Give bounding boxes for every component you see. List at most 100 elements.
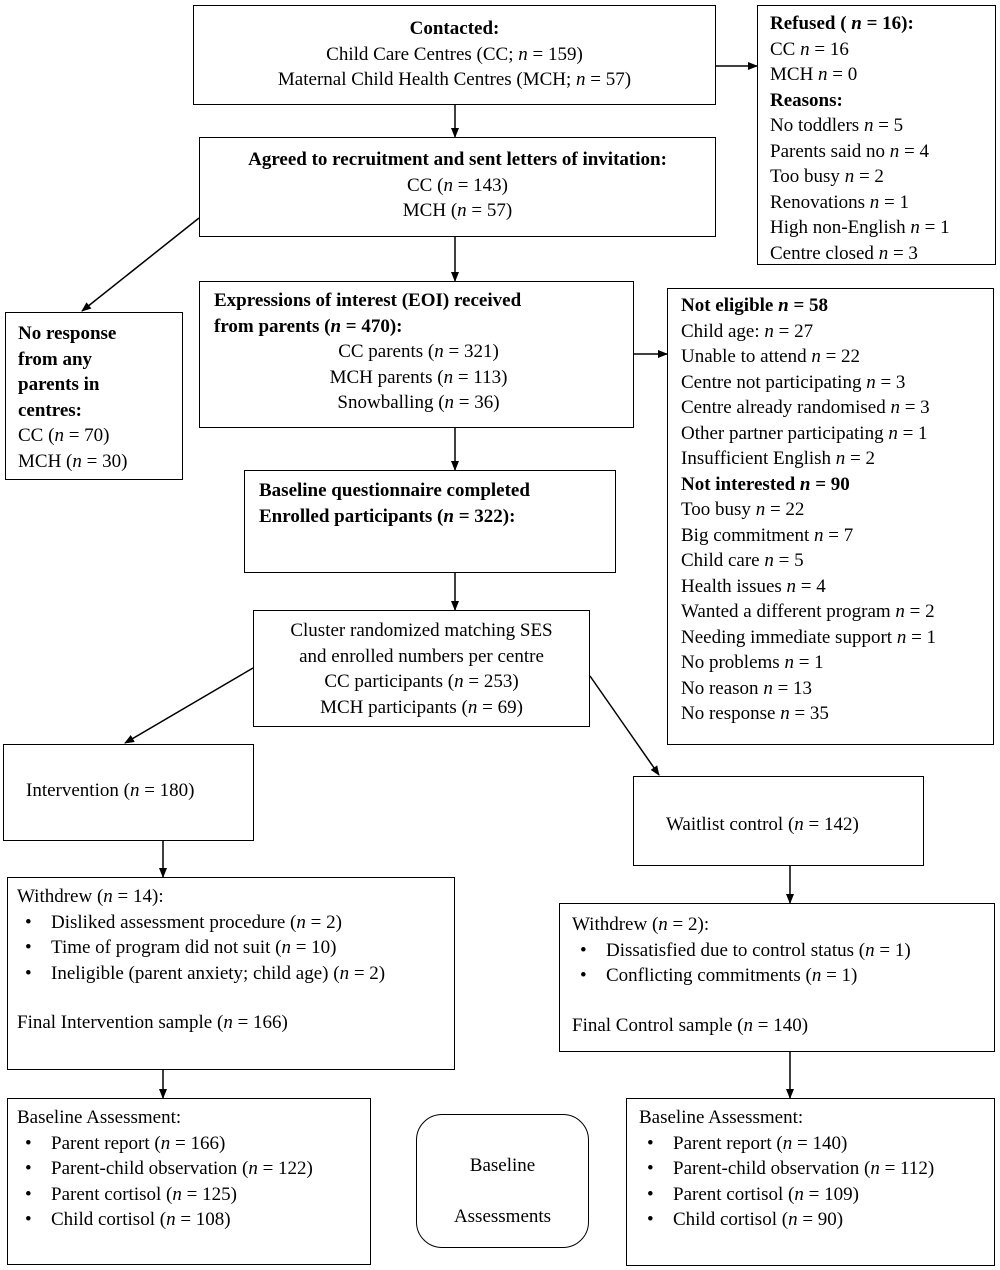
text-line: No reason n = 13 bbox=[681, 677, 813, 699]
text-line: Insufficient English n = 2 bbox=[681, 448, 876, 469]
text-line: Reasons: bbox=[770, 89, 843, 111]
text-line: Centre already randomised n = 3 bbox=[681, 397, 930, 418]
text-line: Assessments bbox=[453, 1206, 552, 1227]
cluster-randomized-box: Cluster randomized matching SES and enrol… bbox=[253, 610, 590, 727]
baseline-assessment-control-box: Baseline Assessment: Parent report (n = … bbox=[626, 1098, 995, 1266]
text-line: Needing immediate support n = 1 bbox=[681, 626, 937, 648]
intervention-box: Intervention (n = 180) bbox=[3, 744, 254, 841]
text-line: Renovations n = 1 bbox=[770, 191, 909, 213]
text-line: No problems n = 1 bbox=[681, 652, 824, 673]
list-item: Ineligible (parent anxiety; child age) (… bbox=[17, 961, 454, 987]
baseline-assessment-intervention-box: Baseline Assessment: Parent report (n = … bbox=[7, 1098, 371, 1265]
text-line: Baseline questionnaire completed bbox=[259, 480, 530, 501]
text-line: Baseline bbox=[469, 1155, 536, 1176]
text-line: Contacted: bbox=[409, 18, 500, 39]
text-line: Not interested n = 90 bbox=[681, 473, 850, 495]
text-line: Centre closed n = 3 bbox=[770, 242, 918, 264]
text-line: Other partner participating n = 1 bbox=[681, 422, 928, 444]
text-line: Child age: n = 27 bbox=[681, 320, 814, 342]
withdrew-control-box: Withdrew (n = 2): Dissatisfied due to co… bbox=[559, 903, 995, 1052]
text-line: Too busy n = 22 bbox=[681, 499, 805, 520]
assessment-control-list: Parent report (n = 140)Parent-child obse… bbox=[639, 1131, 994, 1233]
text-line: Enrolled participants (n = 322): bbox=[259, 505, 516, 527]
text-line: MCH participants (n = 69) bbox=[320, 696, 523, 718]
refused-box: Refused ( n = 16): CC n = 16 MCH n = 0 Reas… bbox=[757, 5, 996, 265]
list-item: Parent-child observation (n = 112) bbox=[639, 1156, 994, 1182]
text-line: Expressions of interest (EOI) received bbox=[214, 290, 522, 311]
list-item: Dissatisfied due to control status (n = … bbox=[572, 938, 994, 964]
text-line: Wanted a different program n = 2 bbox=[681, 601, 935, 622]
text-line: No response n = 35 bbox=[681, 703, 829, 724]
text-line: Not eligible n = 58 bbox=[681, 295, 829, 316]
final-intervention-sample: Final Intervention sample (n = 166) bbox=[17, 1012, 288, 1033]
contacted-box: Contacted: Child Care Centres (CC; n = 15… bbox=[193, 5, 716, 105]
withdrew-control-list: Dissatisfied due to control status (n = … bbox=[572, 938, 994, 989]
assessment-control-title: Baseline Assessment: bbox=[639, 1107, 804, 1128]
text-line: Health issues n = 4 bbox=[681, 575, 826, 597]
list-item: Time of program did not suit (n = 10) bbox=[17, 935, 454, 961]
text-line: and enrolled numbers per centre bbox=[299, 645, 544, 667]
intervention-label: Intervention (n = 180) bbox=[26, 780, 195, 801]
list-item: Conflicting commitments (n = 1) bbox=[572, 963, 994, 989]
text-line: CC (n = 143) bbox=[407, 174, 508, 196]
no-response-lines: No response from any parents in centres: CC … bbox=[18, 321, 182, 474]
final-control-sample: Final Control sample (n = 140) bbox=[572, 1014, 809, 1036]
text-line: parents in bbox=[18, 374, 100, 395]
text-line: Child Care Centres (CC; n = 159) bbox=[326, 43, 583, 65]
list-item: Parent cortisol (n = 109) bbox=[639, 1182, 994, 1208]
text-line: Snowballing (n = 36) bbox=[337, 392, 500, 413]
text-line: Cluster randomized matching SES bbox=[290, 620, 553, 641]
text-line: MCH (n = 30) bbox=[18, 450, 128, 472]
agreed-lines: Agreed to recruitment and sent letters o… bbox=[200, 147, 715, 224]
text-line: from any bbox=[18, 348, 93, 370]
list-item: Parent cortisol (n = 125) bbox=[17, 1182, 370, 1208]
not-eligible-box: Not eligible n = 58 Child age: n = 27 Unab… bbox=[667, 288, 994, 745]
withdrew-intervention-title: Withdrew (n = 14): bbox=[17, 886, 164, 907]
text-line: Agreed to recruitment and sent letters o… bbox=[248, 149, 667, 170]
text-line: Big commitment n = 7 bbox=[681, 524, 854, 546]
cluster-randomized-lines: Cluster randomized matching SES and enrol… bbox=[254, 618, 589, 720]
text-line: CC (n = 70) bbox=[18, 425, 110, 446]
text-line: MCH parents (n = 113) bbox=[329, 366, 508, 388]
eoi-box: Expressions of interest (EOI) received fr… bbox=[199, 281, 634, 428]
text-line: Centre not participating n = 3 bbox=[681, 371, 906, 393]
text-line: Parents said no n = 4 bbox=[770, 140, 930, 162]
text-line: No response bbox=[18, 323, 117, 344]
text-line: Refused ( n = 16): bbox=[770, 13, 914, 34]
text-line: No toddlers n = 5 bbox=[770, 115, 904, 136]
list-item: Parent report (n = 166) bbox=[17, 1131, 370, 1157]
arrow-cluster-intervention bbox=[124, 667, 254, 744]
text-line: Child care n = 5 bbox=[681, 550, 804, 571]
not-eligible-lines: Not eligible n = 58 Child age: n = 27 Unab… bbox=[681, 293, 993, 727]
list-item: Parent-child observation (n = 122) bbox=[17, 1156, 370, 1182]
assessment-intervention-title: Baseline Assessment: bbox=[17, 1107, 182, 1128]
withdrew-control-title: Withdrew (n = 2): bbox=[572, 914, 710, 935]
assessment-intervention-list: Parent report (n = 166)Parent-child obse… bbox=[17, 1131, 370, 1233]
eoi-lines: Expressions of interest (EOI) received fr… bbox=[214, 288, 623, 416]
text-line: Unable to attend n = 22 bbox=[681, 346, 861, 367]
text-line: from parents (n = 470): bbox=[214, 315, 403, 337]
agreed-box: Agreed to recruitment and sent letters o… bbox=[199, 137, 716, 237]
text-line: MCH (n = 57) bbox=[402, 200, 513, 221]
waitlist-label: Waitlist control (n = 142) bbox=[666, 814, 859, 835]
no-response-box: No response from any parents in centres: CC … bbox=[5, 312, 183, 480]
text-line: High non-English n = 1 bbox=[770, 217, 950, 238]
refused-lines: Refused ( n = 16): CC n = 16 MCH n = 0 Reas… bbox=[770, 11, 995, 266]
withdrew-intervention-box: Withdrew (n = 14): Disliked assessment p… bbox=[7, 877, 455, 1070]
list-item: Child cortisol (n = 90) bbox=[639, 1207, 994, 1233]
arrow-cluster-waitlist bbox=[589, 675, 660, 776]
list-item: Parent report (n = 140) bbox=[639, 1131, 994, 1157]
list-item: Child cortisol (n = 108) bbox=[17, 1207, 370, 1233]
text-line: Too busy n = 2 bbox=[770, 166, 884, 187]
withdrew-intervention-list: Disliked assessment procedure (n = 2)Tim… bbox=[17, 910, 454, 987]
text-line: MCH n = 0 bbox=[770, 64, 858, 85]
text-line: CC n = 16 bbox=[770, 38, 849, 60]
text-line: CC participants (n = 253) bbox=[324, 671, 519, 692]
text-line: centres: bbox=[18, 399, 83, 421]
waitlist-control-box: Waitlist control (n = 142) bbox=[633, 776, 924, 866]
text-line: Maternal Child Health Centres (MCH; n = … bbox=[277, 69, 632, 90]
arrow-agreed-noresponse bbox=[81, 217, 200, 312]
